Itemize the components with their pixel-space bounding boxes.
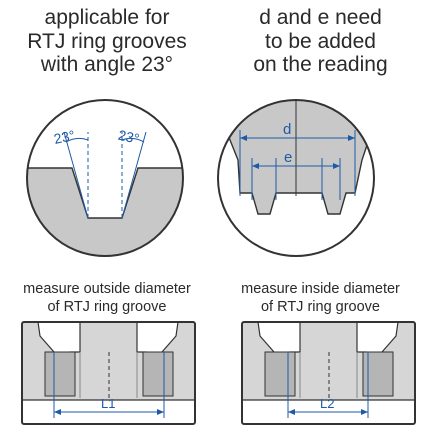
- caption-line: of RTJ ring groove: [47, 299, 167, 316]
- caption-line: RTJ ring grooves: [27, 29, 187, 53]
- angle-label-right: 23°: [117, 127, 141, 147]
- ring-section-left: [44, 351, 76, 397]
- groove-metal-section: [27, 167, 183, 256]
- caption-line: measure outside diameter: [23, 281, 191, 297]
- label-d: d: [283, 121, 291, 138]
- angle-ref-line: [121, 131, 147, 219]
- dim-arrow: [333, 163, 340, 169]
- angle-arc-right: [121, 137, 145, 143]
- outside-diameter-section: L1: [21, 321, 196, 425]
- ring-section-left: [264, 351, 296, 397]
- angle-label-left: 23°: [52, 127, 76, 147]
- caption-line: measure inside diameter: [241, 281, 400, 297]
- d-e-detail: d e: [217, 99, 375, 257]
- caption-applicable-angle: applicable for RTJ ring grooves with ang…: [0, 6, 214, 77]
- dim-arrow: [54, 409, 61, 415]
- label-l2: L2: [320, 396, 334, 411]
- caption-line: to be added: [265, 29, 376, 53]
- angle-arc-left: [65, 137, 89, 143]
- dim-arrow: [157, 409, 164, 415]
- label-e: e: [284, 149, 292, 166]
- detail-circle: [26, 99, 184, 257]
- caption-measure-outside: measure outside diameter of RTJ ring gro…: [0, 280, 214, 316]
- caption-line: d and e need: [259, 6, 382, 29]
- ring-section-right: [142, 351, 174, 397]
- section-frame: [241, 321, 416, 425]
- dim-arrow: [348, 135, 355, 141]
- flange-metal-section: [218, 100, 374, 215]
- label-l1: L1: [101, 396, 115, 411]
- dim-arrow: [240, 135, 247, 141]
- caption-line: applicable for: [44, 6, 170, 29]
- caption-d-and-e: d and e need to be added on the reading: [214, 6, 427, 77]
- dim-arrow: [252, 163, 259, 169]
- inside-diameter-section: L2: [241, 321, 416, 425]
- caption-measure-inside: measure inside diameter of RTJ ring groo…: [214, 280, 427, 316]
- dim-arrow: [288, 409, 295, 415]
- angle-ref-line: [63, 131, 89, 219]
- caption-line: on the reading: [253, 53, 388, 77]
- caption-line: of RTJ ring groove: [260, 299, 380, 316]
- section-frame: [21, 321, 196, 425]
- groove-angle-detail: 23° 23°: [26, 99, 184, 257]
- dim-arrow: [361, 409, 368, 415]
- caption-line: with angle 23°: [40, 53, 174, 77]
